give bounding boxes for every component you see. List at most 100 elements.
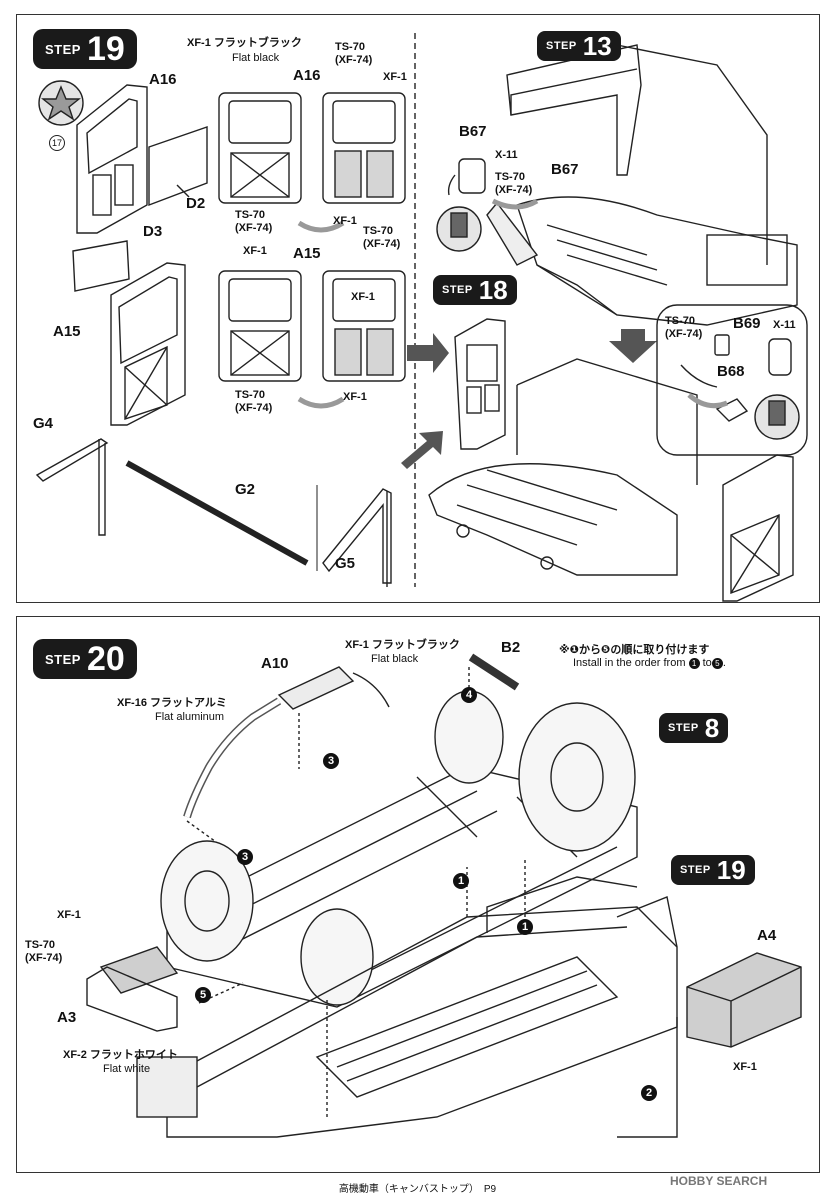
label-x11-a: X-11 [495,149,518,161]
order-num: 3 [237,849,253,865]
label-xf74-13: (XF-74) [495,184,533,196]
body-floor [136,876,678,1138]
paint-a3-jp: XF-2 フラットホワイト [63,1049,178,1061]
label-xf1-a4: XF-1 [733,1061,757,1073]
label-xf1-b: XF-1 [333,215,357,227]
label-ts70-a: TS-70 [335,41,365,53]
label-xf74-d: (XF-74) [235,402,273,414]
a4-tank [686,952,802,1048]
paint-a3-en: Flat white [103,1063,151,1075]
label-xf1-a: XF-1 [383,71,407,83]
step19-drawing [35,33,808,602]
order-num: 4 [461,687,477,703]
b2-rod [468,653,520,691]
label-xf74-b: (XF-74) [235,222,273,234]
label-xf1-e: XF-1 [343,391,367,403]
paint-a10-jp: XF-16 フラットアルミ [117,697,227,709]
order-num: 2 [641,1085,657,1101]
step-word: STEP [680,864,711,876]
order-num: 1 [517,919,533,935]
step19-panel: STEP 19 [16,14,820,603]
step8-badge: STEP 8 [659,713,729,743]
order-note-jp: ※❶から❺の順に取り付けます [559,644,710,656]
a16-door-inner [322,92,406,204]
a10-muffler [183,666,390,819]
order-num: 1 [453,873,469,889]
step-word: STEP [45,651,81,667]
label-g2: G2 [235,481,256,498]
label-xf74-a: (XF-74) [335,54,373,66]
label-xf74-a3: (XF-74) [25,952,63,964]
label-ts70-c: TS-70 [363,225,393,237]
order-note-from-num: 1 [688,657,700,669]
vehicle-step18 [428,318,794,602]
label-xf1-a3: XF-1 [57,909,81,921]
step-number: 8 [704,713,720,743]
order-note-to-num: 5 [711,657,723,669]
label-g4: G4 [33,415,54,432]
step-number: 19 [86,30,125,68]
order-num: 3 [323,753,339,769]
label-b67-b: B67 [551,161,579,178]
g2-bar [125,460,309,566]
label-a10: A10 [261,655,289,672]
step-number: 19 [716,855,746,885]
part-num-17: 17 [49,135,65,151]
g4-bar [35,438,109,482]
step19-badge: STEP 19 [33,29,137,69]
step-word: STEP [546,40,577,52]
d3-glass [72,240,130,292]
label-xf74-18: (XF-74) [665,328,703,340]
step20-panel: STEP 20 [16,616,820,1173]
label-a16-left: A16 [149,71,177,88]
step-number: 20 [86,640,125,678]
step18-badge: STEP 18 [433,275,517,305]
d2-glass [148,126,208,207]
label-a15-mid: A15 [293,245,321,262]
step18-inset [656,304,808,456]
paint-a10-en: Flat aluminum [155,711,225,723]
step-number: 18 [478,275,508,305]
label-d3: D3 [143,223,163,240]
a15-door-inner [322,270,406,382]
label-b67-a: B67 [459,123,487,140]
star-icon [38,80,84,126]
order-num: 5 [195,987,211,1003]
mirror-b67 [447,158,486,196]
paint-b2-en: Flat black [371,653,419,665]
label-xf1-d: XF-1 [351,291,375,303]
label-g5: G5 [335,555,356,572]
g5-bar [322,488,392,584]
vehicle-step13 [486,44,798,326]
watermark-logo: HOBBY SEARCH [670,1174,768,1188]
step13-badge: STEP 13 [537,31,621,61]
paint-xf1-jp: XF-1 フラットブラック [187,37,302,49]
wrench-icon-2 [754,394,800,440]
label-ts70-18: TS-70 [665,315,695,327]
label-xf74-c: (XF-74) [363,238,401,250]
label-ts70-b: TS-70 [235,209,265,221]
label-ts70-13: TS-70 [495,171,525,183]
step19-ref-badge: STEP 19 [671,855,755,885]
label-a15-left: A15 [53,323,81,340]
label-ts70-d: TS-70 [235,389,265,401]
a15-door-outer [218,270,302,382]
label-b2: B2 [501,639,521,656]
label-a3: A3 [57,1009,77,1026]
label-ts70-a3: TS-70 [25,939,55,951]
label-b69: B69 [733,315,761,332]
a16-door-left [76,84,148,234]
order-note-en-mid: to [702,657,712,669]
order-note-en-prefix: Install in the order from [573,657,686,669]
paint-b2-jp: XF-1 フラットブラック [345,639,460,651]
label-a16-mid: A16 [293,67,321,84]
step-word: STEP [668,722,699,734]
step-number: 13 [582,31,612,61]
step20-badge: STEP 20 [33,639,137,679]
wrench-icon-1 [436,206,482,252]
a15-door-left [110,262,186,426]
a16-door-outer [218,92,302,204]
label-x11-18: X-11 [773,319,796,331]
label-b68: B68 [717,363,745,380]
